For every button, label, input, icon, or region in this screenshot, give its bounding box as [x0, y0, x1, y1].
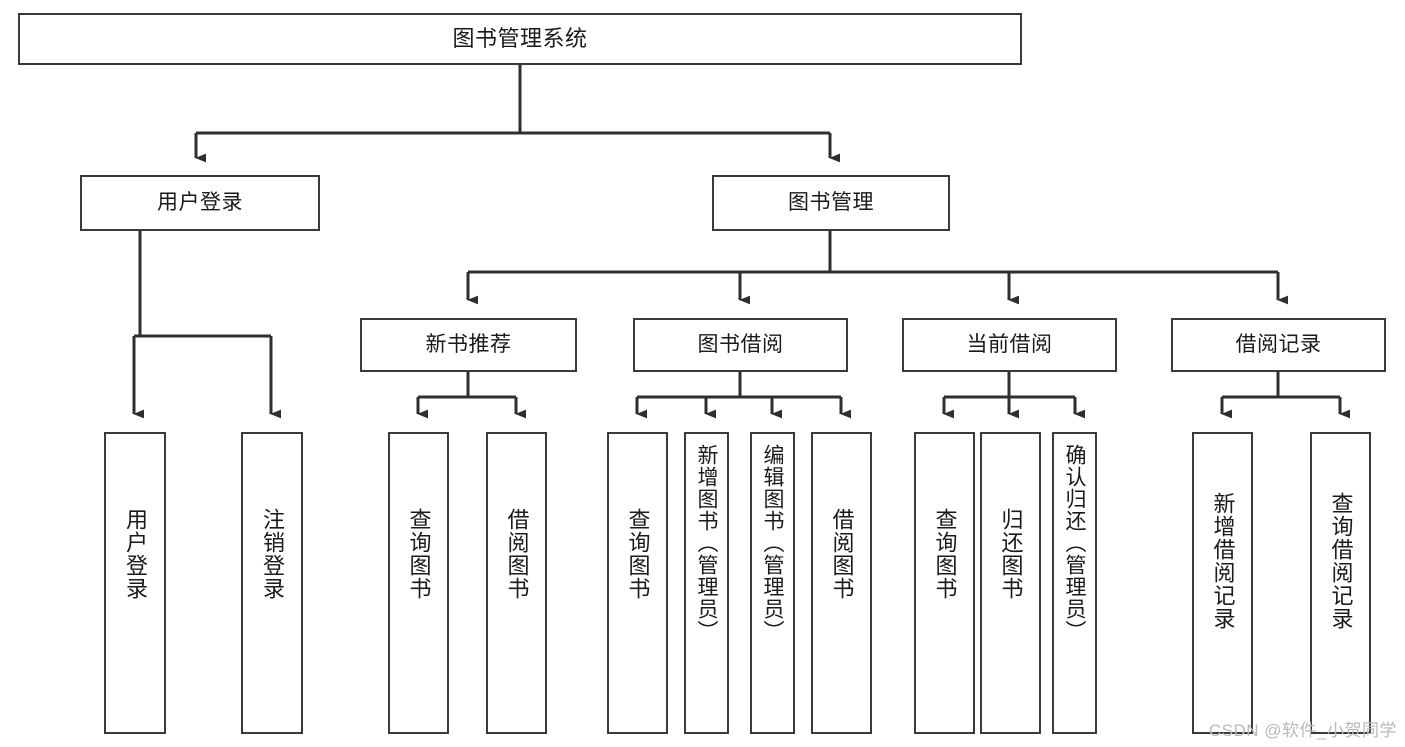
node-leaf-return-book-label: 归还图书 — [998, 508, 1024, 600]
node-leaf-add-book[interactable]: 新增图书（管理员） — [684, 432, 729, 734]
node-leaf-query-book-2[interactable]: 查询图书 — [607, 432, 668, 734]
node-leaf-borrow-book-2-label: 借阅图书 — [829, 508, 855, 600]
node-borrow-record-label: 借阅记录 — [1235, 332, 1322, 356]
node-leaf-borrow-book-1-label: 借阅图书 — [504, 508, 530, 600]
node-root-label: 图书管理系统 — [452, 26, 588, 52]
node-leaf-logout-login[interactable]: 注销登录 — [241, 432, 303, 734]
node-current-borrow[interactable]: 当前借阅 — [902, 318, 1117, 372]
node-leaf-user-login-label: 用户登录 — [123, 508, 148, 600]
node-leaf-logout-login-label: 注销登录 — [260, 508, 285, 600]
node-leaf-edit-book[interactable]: 编辑图书（管理员） — [750, 432, 795, 734]
node-leaf-add-record[interactable]: 新增借阅记录 — [1192, 432, 1253, 734]
node-book-manage-label: 图书管理 — [788, 190, 874, 214]
node-user-login[interactable]: 用户登录 — [80, 175, 320, 231]
node-leaf-user-login[interactable]: 用户登录 — [104, 432, 166, 734]
node-new-book-recommend[interactable]: 新书推荐 — [360, 318, 577, 372]
node-leaf-add-book-label: 新增图书（管理员） — [695, 444, 718, 642]
node-current-borrow-label: 当前借阅 — [966, 332, 1053, 356]
node-leaf-confirm-return-label: 确认归还（管理员） — [1063, 444, 1086, 642]
node-leaf-query-book-2-label: 查询图书 — [625, 508, 651, 600]
node-leaf-query-record[interactable]: 查询借阅记录 — [1310, 432, 1371, 734]
node-leaf-edit-book-label: 编辑图书（管理员） — [761, 444, 784, 642]
node-book-manage[interactable]: 图书管理 — [712, 175, 950, 231]
node-user-login-label: 用户登录 — [157, 190, 243, 214]
node-leaf-query-record-label: 查询借阅记录 — [1328, 492, 1354, 630]
node-new-book-recommend-label: 新书推荐 — [425, 332, 512, 356]
node-leaf-add-record-label: 新增借阅记录 — [1210, 492, 1236, 630]
node-leaf-borrow-book-1[interactable]: 借阅图书 — [486, 432, 547, 734]
node-leaf-confirm-return[interactable]: 确认归还（管理员） — [1052, 432, 1097, 734]
node-root[interactable]: 图书管理系统 — [18, 13, 1022, 65]
node-leaf-return-book[interactable]: 归还图书 — [980, 432, 1041, 734]
node-book-borrow[interactable]: 图书借阅 — [633, 318, 848, 372]
node-leaf-borrow-book-2[interactable]: 借阅图书 — [811, 432, 872, 734]
node-leaf-query-book-3-label: 查询图书 — [932, 508, 958, 600]
csdn-watermark: CSDN @软件_小贺同学 — [1208, 721, 1397, 740]
node-leaf-query-book-1-label: 查询图书 — [406, 508, 432, 600]
node-borrow-record[interactable]: 借阅记录 — [1171, 318, 1386, 372]
node-leaf-query-book-1[interactable]: 查询图书 — [388, 432, 449, 734]
node-book-borrow-label: 图书借阅 — [697, 332, 784, 356]
node-leaf-query-book-3[interactable]: 查询图书 — [914, 432, 975, 734]
